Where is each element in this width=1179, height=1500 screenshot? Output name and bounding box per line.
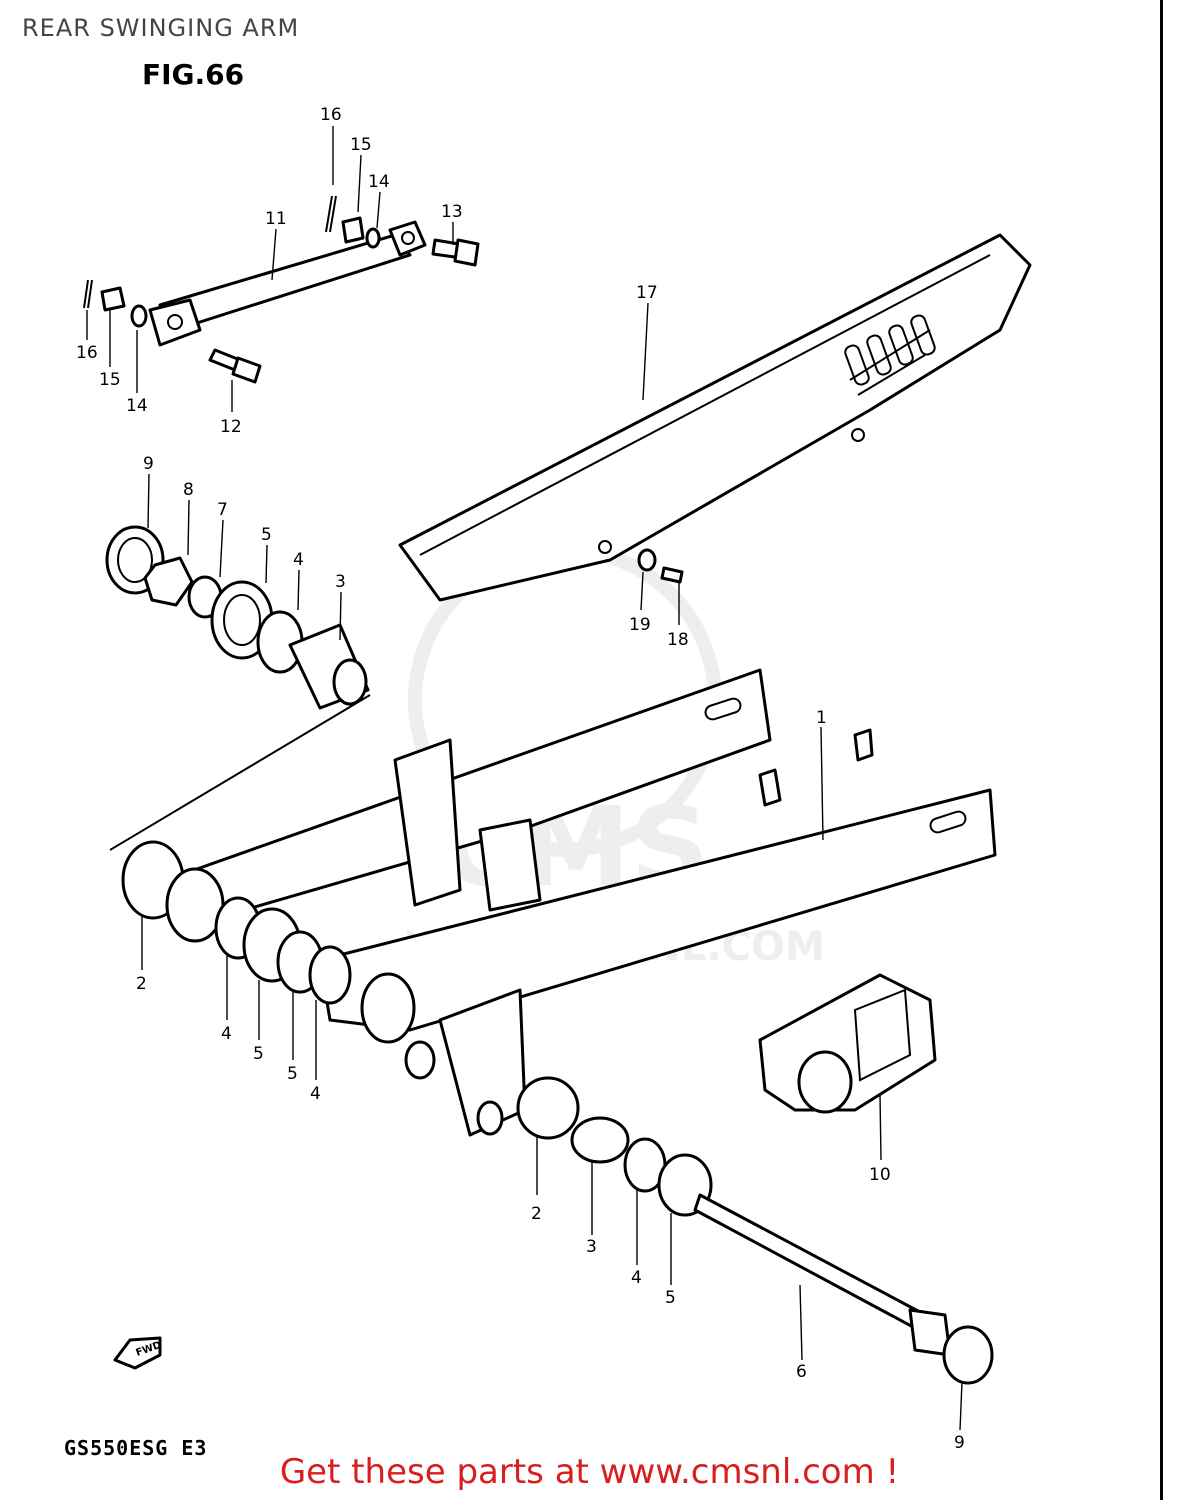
callout-16: 16 bbox=[320, 105, 342, 125]
chain-adjuster bbox=[758, 973, 937, 1114]
lower-pivot-parts bbox=[516, 1076, 994, 1385]
upper-pivot-parts bbox=[105, 525, 371, 851]
callout-15: 15 bbox=[99, 370, 121, 390]
fwd-arrow: FWD bbox=[113, 1336, 163, 1370]
model-code: GS550ESG E3 bbox=[64, 1436, 208, 1460]
callout-4: 4 bbox=[310, 1084, 321, 1104]
callout-3: 3 bbox=[586, 1237, 597, 1257]
callout-2: 2 bbox=[136, 974, 147, 994]
callout-5: 5 bbox=[665, 1288, 676, 1308]
callout-4: 4 bbox=[221, 1024, 232, 1044]
callout-2: 2 bbox=[531, 1204, 542, 1224]
callout-13: 13 bbox=[441, 202, 463, 222]
callout-6: 6 bbox=[796, 1362, 807, 1382]
callout-4: 4 bbox=[293, 550, 304, 570]
callout-10: 10 bbox=[869, 1165, 891, 1185]
callout-numbers: 16 15 14 11 13 16 15 14 12 17 9 8 7 5 4 … bbox=[76, 105, 965, 1453]
swingarm bbox=[121, 668, 997, 1137]
page-title: REAR SWINGING ARM bbox=[22, 14, 300, 42]
callout-7: 7 bbox=[217, 500, 228, 520]
figure-number: FIG.66 bbox=[142, 58, 245, 91]
callout-14: 14 bbox=[368, 172, 390, 192]
callout-8: 8 bbox=[183, 480, 194, 500]
callout-11: 11 bbox=[265, 209, 287, 229]
callout-5: 5 bbox=[253, 1044, 264, 1064]
torque-link bbox=[83, 195, 480, 384]
callout-5: 5 bbox=[261, 525, 272, 545]
callout-9: 9 bbox=[143, 454, 154, 474]
callout-9: 9 bbox=[954, 1433, 965, 1453]
callout-12: 12 bbox=[220, 417, 242, 437]
leader-lines bbox=[86, 126, 963, 1431]
callout-5: 5 bbox=[287, 1064, 298, 1084]
callout-14: 14 bbox=[126, 396, 148, 416]
chain-case bbox=[398, 233, 1032, 602]
callout-19: 19 bbox=[629, 615, 651, 635]
callout-18: 18 bbox=[667, 630, 689, 650]
callout-1: 1 bbox=[816, 708, 827, 728]
footer-link[interactable]: Get these parts at www.cmsnl.com ! bbox=[279, 1452, 900, 1492]
callout-17: 17 bbox=[636, 283, 658, 303]
callout-16: 16 bbox=[76, 343, 98, 363]
callout-15: 15 bbox=[350, 135, 372, 155]
right-border-rule bbox=[1160, 0, 1163, 1500]
callout-4: 4 bbox=[631, 1268, 642, 1288]
callout-3: 3 bbox=[335, 572, 346, 592]
